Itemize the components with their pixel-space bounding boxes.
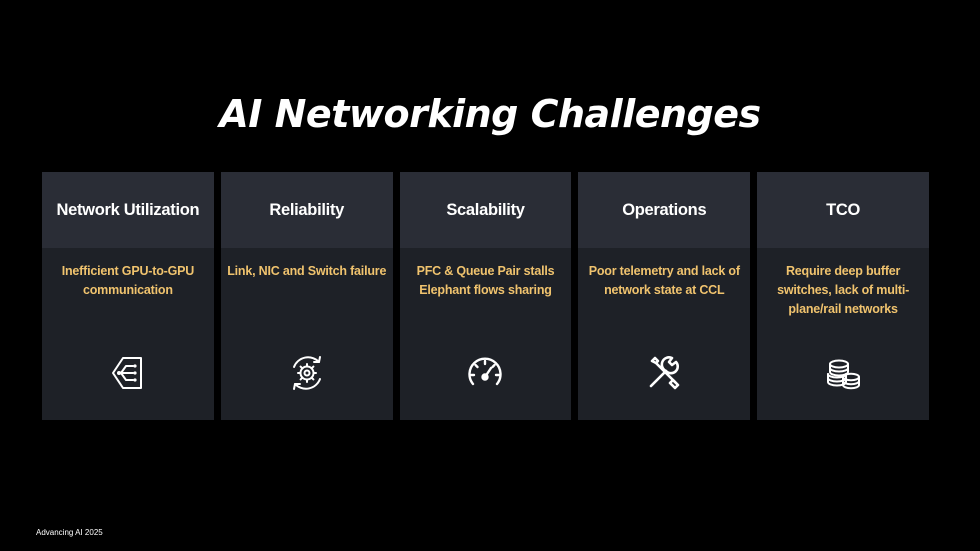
card-title: Network Utilization <box>42 172 214 248</box>
card-description: Require deep buffer switches, lack of mu… <box>777 264 910 316</box>
card-tco: TCO Require deep buffer switches, lack o… <box>757 172 929 420</box>
card-description: Link, NIC and Switch failure <box>227 264 387 278</box>
card-body: Inefficient GPU-to-GPU communication <box>42 248 214 420</box>
coins-icon <box>822 352 864 394</box>
slide-title: AI Networking Challenges <box>219 92 761 136</box>
card-description: PFC & Queue Pair stalls Elephant flows s… <box>416 264 555 297</box>
gear-cycle-icon <box>286 352 328 394</box>
footer-text: Advancing AI 2025 <box>36 528 103 537</box>
card-reliability: Reliability Link, NIC and Switch failure <box>220 172 393 420</box>
card-scalability: Scalability PFC & Queue Pair stalls Elep… <box>399 172 572 420</box>
tools-icon <box>643 352 685 394</box>
card-body: Link, NIC and Switch failure <box>221 248 393 420</box>
card-title: Scalability <box>399 172 572 248</box>
speedometer-icon <box>464 352 506 394</box>
card-title: Operations <box>578 172 751 248</box>
card-description: Poor telemetry and lack of network state… <box>588 264 740 297</box>
card-operations: Operations Poor telemetry and lack of ne… <box>578 172 751 420</box>
card-body: Poor telemetry and lack of network state… <box>578 248 750 420</box>
card-title: Reliability <box>220 172 393 248</box>
card-body: Require deep buffer switches, lack of mu… <box>757 248 929 420</box>
card-description: Inefficient GPU-to-GPU communication <box>61 264 195 297</box>
challenge-cards: Network Utilization Inefficient GPU-to-G… <box>42 172 929 420</box>
card-body: PFC & Queue Pair stalls Elephant flows s… <box>400 248 572 420</box>
card-network-utilization: Network Utilization Inefficient GPU-to-G… <box>42 172 214 420</box>
network-flow-icon <box>107 352 149 394</box>
card-title: TCO <box>757 172 929 248</box>
